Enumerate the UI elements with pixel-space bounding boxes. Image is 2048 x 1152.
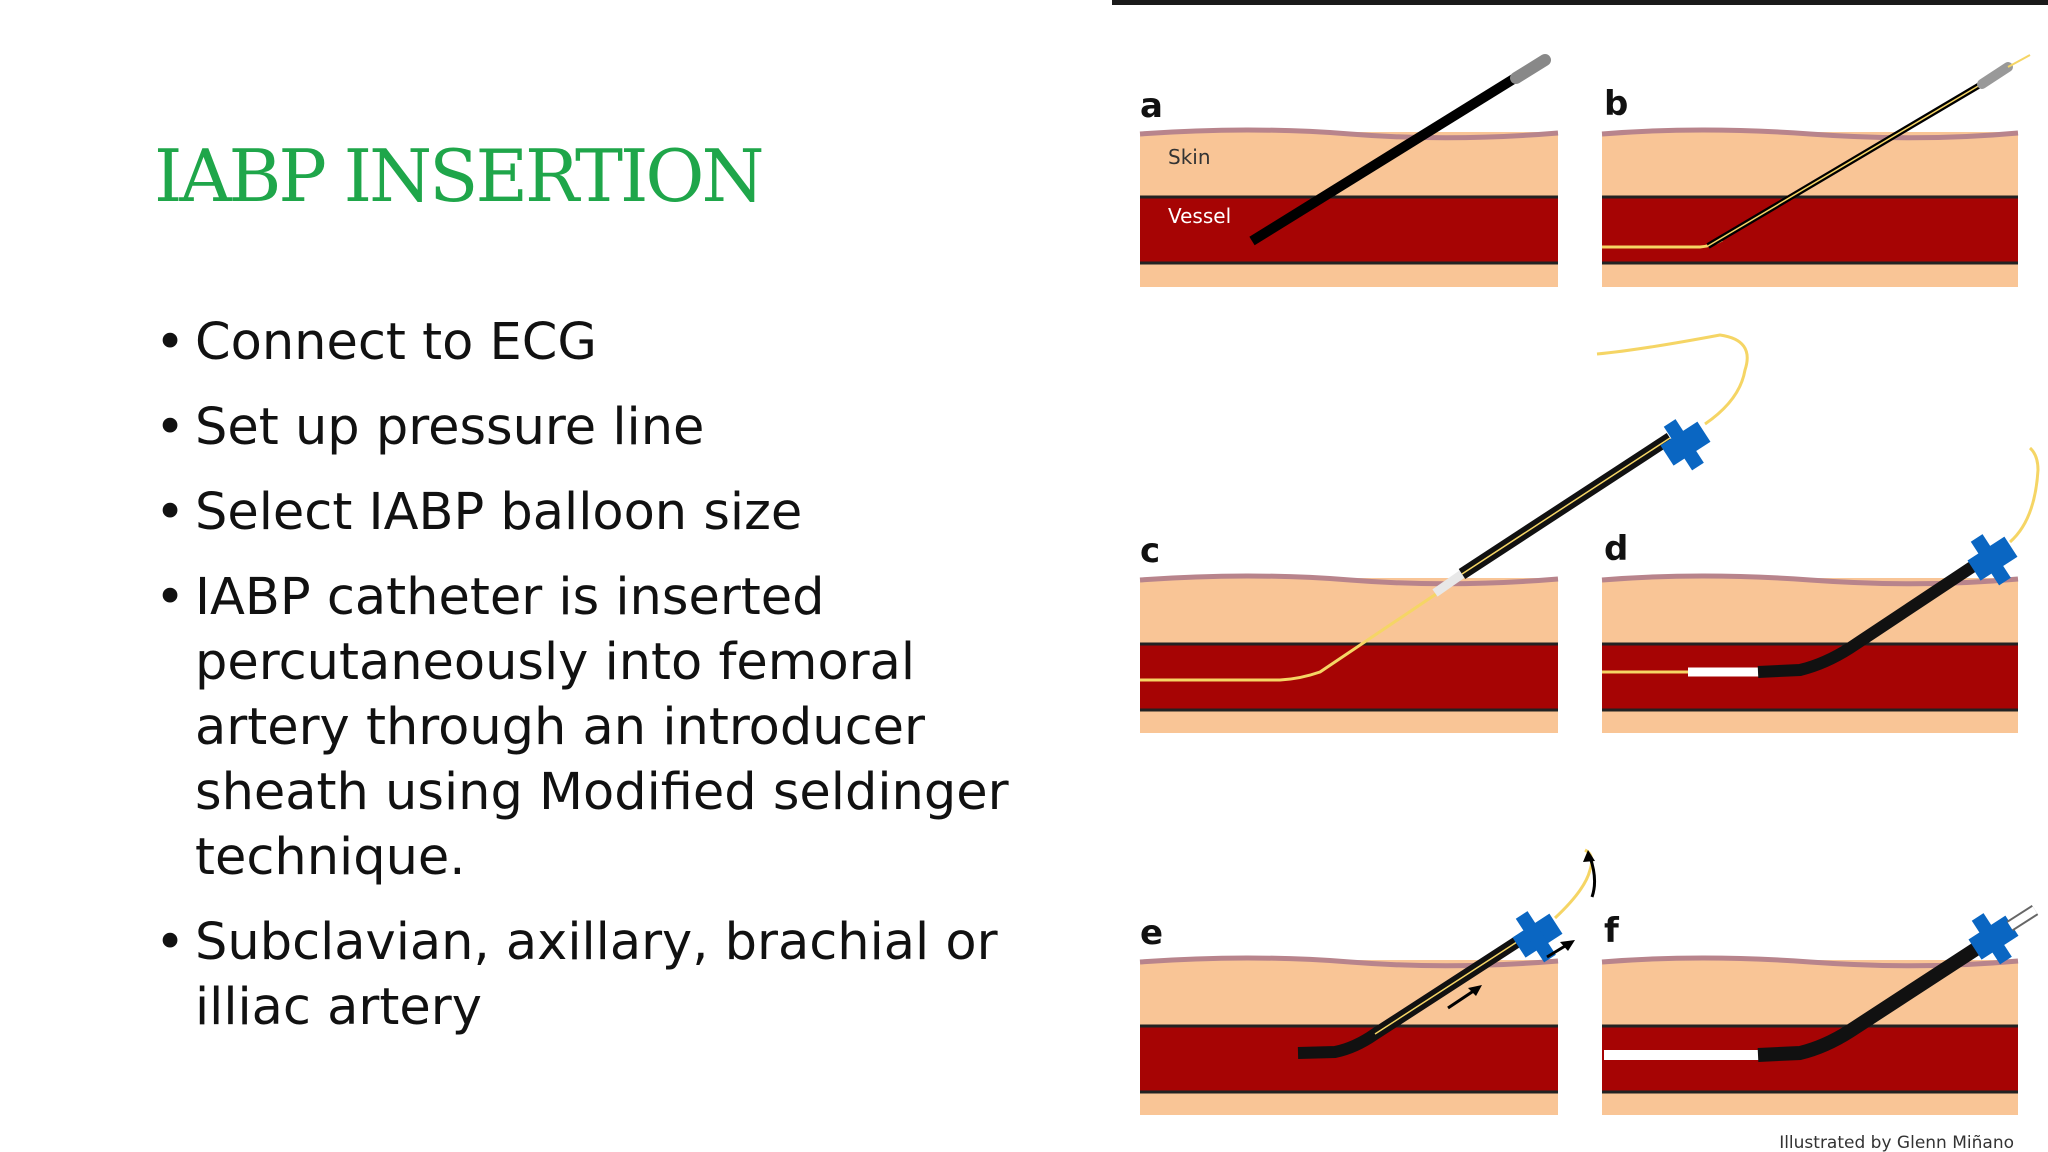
panel-label: a [1140, 86, 1163, 126]
bullet-text: Connect to ECG [195, 313, 597, 372]
bullet-item: • Select IABP balloon size [155, 480, 1085, 545]
panel-a: a Skin Vessel [1139, 54, 1559, 287]
illustration-credit: Illustrated by Glenn Miñano [1779, 1133, 2014, 1152]
bullet-dot: • [155, 913, 186, 972]
panel-label: b [1604, 84, 1628, 124]
panel-label: e [1140, 913, 1163, 953]
bullet-text: Subclavian, axillary, brachial or illiac… [195, 913, 998, 1037]
bullet-item: • Subclavian, axillary, brachial or illi… [155, 910, 1085, 1040]
bullet-text: Set up pressure line [195, 398, 705, 457]
bullet-text: IABP catheter is inserted percutaneously… [195, 568, 1009, 887]
bullet-dot: • [155, 568, 186, 627]
panel-label: d [1604, 529, 1628, 569]
panel-f: f [1601, 904, 2039, 1115]
bullet-dot: • [155, 483, 186, 542]
bullet-item: • IABP catheter is inserted percutaneous… [155, 565, 1085, 890]
bullet-text: Select IABP balloon size [195, 483, 803, 542]
panel-c: c [1139, 333, 1749, 733]
iabp-insertion-illustration: a Skin Vessel b [1139, 54, 2040, 1152]
top-rule [1112, 0, 2048, 5]
panel-label: f [1604, 911, 1620, 951]
panel-label: c [1140, 531, 1160, 571]
skin-label: Skin [1168, 145, 1211, 169]
bullet-list: • Connect to ECG • Set up pressure line … [155, 310, 1085, 1060]
bullet-item: • Connect to ECG [155, 310, 1085, 375]
vessel-label: Vessel [1168, 204, 1231, 228]
bullet-dot: • [155, 313, 186, 372]
slide-title: IABP INSERTION [154, 134, 764, 218]
bullet-item: • Set up pressure line [155, 395, 1085, 460]
panel-d: d [1601, 446, 2040, 733]
panel-b: b [1601, 54, 2031, 287]
bullet-dot: • [155, 398, 186, 457]
panel-e: e [1139, 848, 1597, 1115]
